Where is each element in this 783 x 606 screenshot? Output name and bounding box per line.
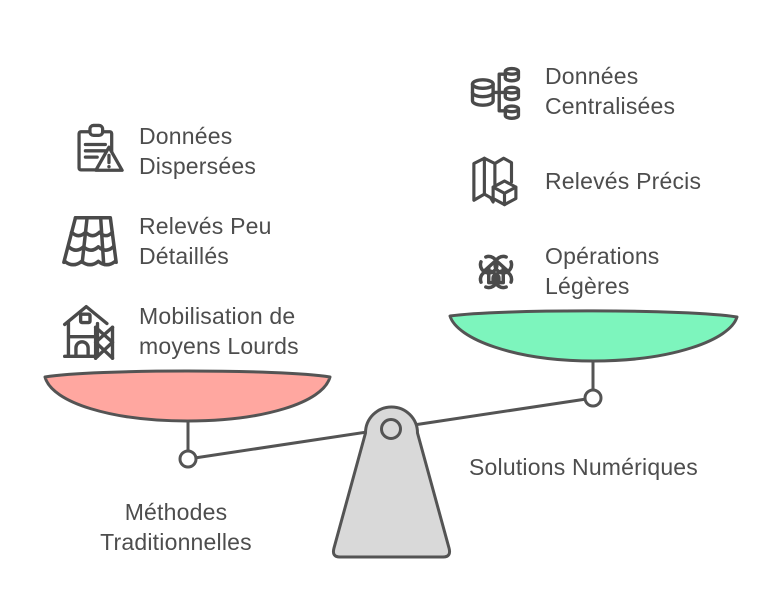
house-scaffold-icon (63, 304, 115, 360)
left-pan-label: Méthodes Traditionnelles (100, 499, 252, 555)
pivot-hole (380, 418, 402, 440)
roof-tiles-icon (62, 216, 118, 267)
drone-house-icon (478, 254, 514, 290)
right-pan (448, 309, 739, 363)
map-3d-icon (472, 156, 518, 207)
right-beam-ring (583, 388, 603, 408)
item-label: Relevés Peu Détaillés (139, 213, 272, 269)
item-label: Données Dispersées (139, 123, 257, 179)
item-label: Relevés Précis (545, 168, 702, 194)
clipboard-warning-icon (77, 123, 124, 172)
item-label: Données Centralisées (545, 63, 676, 119)
item-label: Mobilisation de moyens Lourds (139, 303, 299, 359)
right-pan-label: Solutions Numériques (469, 454, 699, 480)
pivot-base (331, 405, 452, 559)
left-beam-ring (178, 449, 198, 469)
item-label: Opérations Légères (545, 243, 660, 299)
left-pan (43, 369, 332, 423)
centralized-database-icon (470, 66, 521, 120)
